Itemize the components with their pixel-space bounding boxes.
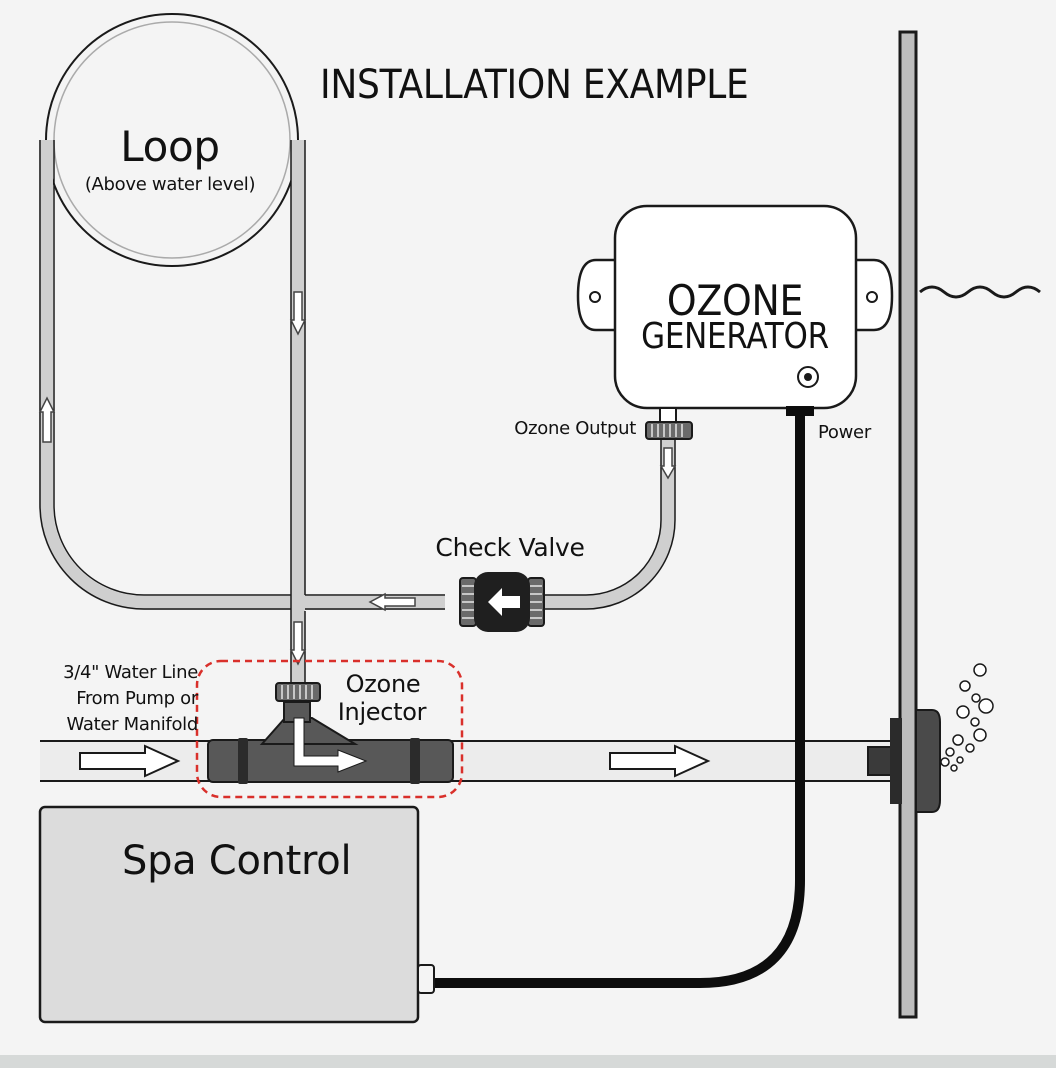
- arrow-down-icon: [289, 291, 307, 336]
- ozone-generator: [576, 204, 894, 410]
- arrow-left-icon: [488, 588, 520, 616]
- loop-label: Loop: [120, 122, 220, 171]
- ozone-output-label: Ozone Output: [514, 418, 636, 439]
- ozone-injector: [207, 682, 454, 784]
- ozone-injector-label-line1: Ozone: [345, 670, 421, 698]
- spa-wall: [898, 30, 918, 1019]
- loop-sublabel: (Above water level): [84, 174, 256, 195]
- water-surface-icon: [919, 285, 1041, 299]
- ozone-generator-label-line2: GENERATOR: [641, 316, 829, 357]
- diagram-title: INSTALLATION EXAMPLE: [320, 62, 749, 108]
- water-line-pipe: [40, 740, 890, 782]
- loop-tubing: [39, 13, 445, 682]
- arrow-down-icon: [659, 447, 677, 480]
- arrow-left-icon: [368, 592, 416, 612]
- footer-bar: [0, 1055, 1056, 1068]
- water-line-label-line3: Water Manifold: [66, 714, 199, 735]
- jet-fitting: [867, 709, 941, 813]
- arrow-right-icon: [79, 744, 181, 778]
- flow-arrows: [38, 291, 677, 666]
- spa-control-label: Spa Control: [122, 838, 352, 884]
- bubbles-icon: [940, 663, 994, 772]
- power-connector: [786, 406, 814, 416]
- ozone-output-fitting: [645, 407, 693, 440]
- check-valve: [459, 572, 545, 632]
- arrow-right-icon: [609, 744, 711, 778]
- water-line-label-line1: 3/4" Water Line: [63, 662, 198, 683]
- ozone-tubing: [540, 440, 676, 610]
- power-cable: [432, 410, 805, 988]
- injector-highlight: [195, 659, 464, 799]
- arrow-down-icon: [289, 621, 307, 666]
- check-valve-label: Check Valve: [435, 533, 585, 562]
- ozone-injector-label-line2: Injector: [337, 698, 427, 726]
- arrow-up-icon: [38, 396, 56, 443]
- water-line-label-line2: From Pump or: [76, 688, 198, 709]
- ozone-generator-label-line1: OZONE: [666, 276, 804, 325]
- power-label: Power: [818, 422, 871, 443]
- spa-control: [38, 805, 435, 1024]
